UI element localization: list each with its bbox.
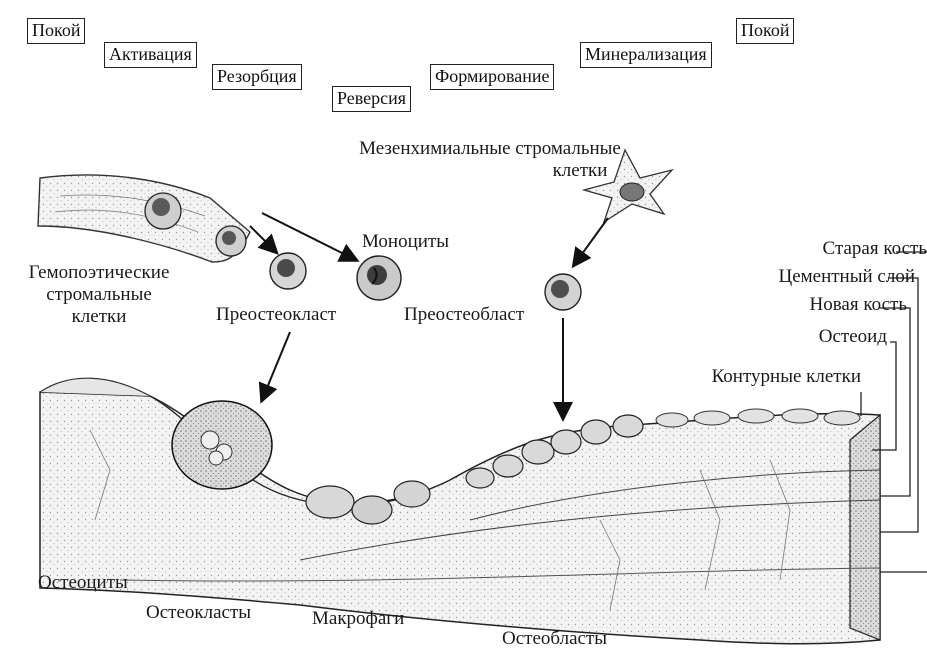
label-macrophages: Макрофаги (312, 608, 404, 630)
label-osteoblasts: Остеобласты (502, 628, 607, 650)
label-cement-layer: Цементный слой (778, 266, 915, 288)
label-osteocytes: Остеоциты (38, 572, 128, 594)
label-osteoclasts: Остеокласты (146, 602, 251, 624)
label-lining-cells: Контурные клетки (712, 366, 861, 388)
label-hematopoietic-stromal-cells: Гемопоэтические стромальные клетки (4, 262, 194, 328)
label-new-bone: Новая кость (809, 294, 907, 316)
phase-reversal: Реверсия (332, 86, 411, 112)
label-hematopoietic-line-2: стромальные (4, 284, 194, 306)
phase-formation: Формирование (430, 64, 554, 90)
label-monocytes: Моноциты (362, 231, 449, 253)
blood-vessel (38, 175, 250, 262)
phase-mineralization: Минерализация (580, 42, 712, 68)
phase-activation: Активация (104, 42, 197, 68)
phase-rest-1: Покой (27, 18, 85, 44)
label-osteoid: Остеоид (819, 326, 887, 348)
label-preosteoclast: Преостеокласт (216, 304, 336, 326)
monocyte-cell (357, 256, 401, 300)
label-preosteoblast: Преостеобласт (404, 304, 524, 326)
preosteoblast-cell (545, 274, 581, 310)
label-mesenchymal-line-2: клетки (280, 160, 700, 182)
preosteoclast-cell (270, 253, 306, 289)
label-mesenchymal-line-1: Мезенхимиальные стромальные (280, 138, 700, 160)
label-mesenchymal-stromal-cells: Мезенхимиальные стромальные клетки (280, 138, 700, 182)
label-old-bone: Старая кость (823, 238, 927, 260)
phase-resorption: Резорбция (212, 64, 302, 90)
label-hematopoietic-line-1: Гемопоэтические (4, 262, 194, 284)
label-hematopoietic-line-3: клетки (4, 306, 194, 328)
phase-rest-2: Покой (736, 18, 794, 44)
